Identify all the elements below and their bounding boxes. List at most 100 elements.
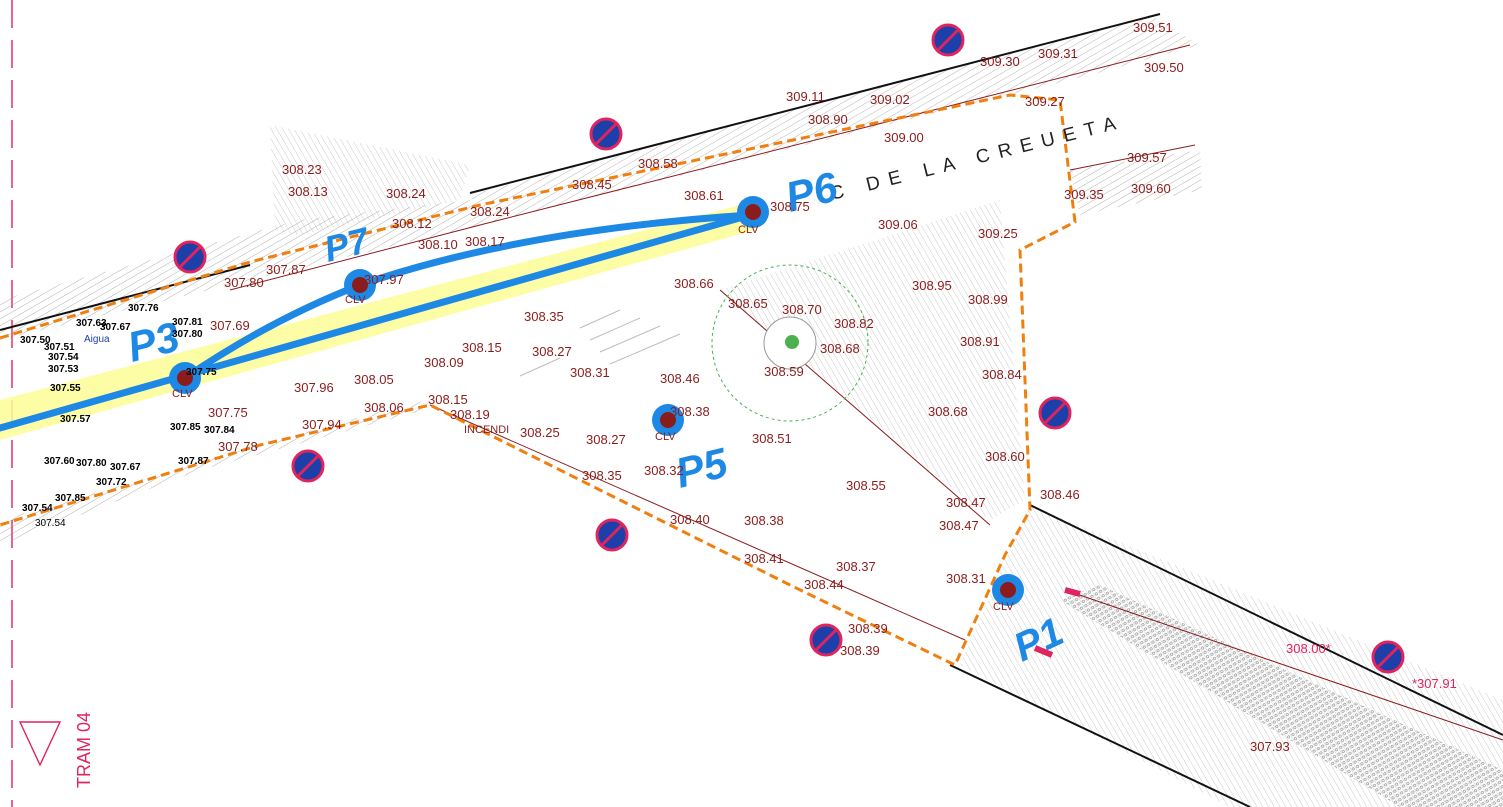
elevation-label: 308.44 bbox=[804, 577, 844, 592]
elevation-label: 309.51 bbox=[1133, 20, 1173, 35]
elevation-label: 308.65 bbox=[728, 296, 768, 311]
plaza-hatch bbox=[720, 200, 1025, 520]
west-sidewalk-south bbox=[0, 400, 425, 545]
north-sidewalk bbox=[470, 15, 1200, 225]
elevation-label: 308.38 bbox=[670, 404, 710, 419]
manhole-icon bbox=[737, 196, 769, 228]
elevation-label: 308.47 bbox=[939, 518, 979, 533]
elevation-label: 308.25 bbox=[520, 425, 560, 440]
elevation-label: 308.58 bbox=[638, 156, 678, 171]
project-boundary bbox=[0, 93, 1077, 668]
elevation-label: 308.24 bbox=[386, 186, 426, 201]
elevation-labels: 309.51 309.31 309.30 309.50 309.27 309.1… bbox=[208, 20, 1457, 754]
elevation-label: 308.13 bbox=[288, 184, 328, 199]
elevation-label: 308.19 bbox=[450, 407, 490, 422]
elevation-label: 309.11 bbox=[786, 89, 825, 104]
elevation-label: 308.27 bbox=[586, 432, 626, 447]
clv-label: CLV bbox=[655, 431, 676, 443]
elevation-label: 308.91 bbox=[960, 334, 1000, 349]
elevation-label: 308.41 bbox=[744, 551, 784, 566]
elevation-label: 309.06 bbox=[878, 217, 918, 232]
survey-label: 307.51 bbox=[44, 342, 75, 353]
elevation-label: 308.23 bbox=[282, 162, 322, 177]
elevation-label: 308.51 bbox=[752, 431, 792, 446]
tram-triangle-icon bbox=[18, 721, 62, 767]
elevation-label: 308.35 bbox=[524, 309, 564, 324]
corner-hatch bbox=[270, 125, 470, 235]
elevation-label: 308.17 bbox=[465, 234, 505, 249]
elevation-label: 308.32 bbox=[644, 463, 684, 478]
survey-label: 307.67 bbox=[110, 462, 141, 473]
elevation-label: 309.30 bbox=[980, 54, 1020, 69]
elevation-label: 309.60 bbox=[1131, 181, 1171, 196]
water-label: Aigua bbox=[84, 334, 110, 345]
manhole-icon bbox=[992, 574, 1024, 606]
survey-label: 307.87 bbox=[178, 456, 209, 467]
elevation-label: 308.27 bbox=[532, 344, 572, 359]
survey-label: 307.72 bbox=[96, 477, 127, 488]
elevation-label: 308.35 bbox=[582, 468, 622, 483]
elevation-label: 308.15 bbox=[462, 340, 502, 355]
elevation-label: 308.00* bbox=[1286, 641, 1331, 656]
elevation-label: 308.75 bbox=[770, 199, 810, 214]
survey-label: 307.85 bbox=[55, 493, 86, 504]
survey-label: 307.54 bbox=[35, 518, 66, 529]
elevation-label: 308.10 bbox=[418, 237, 458, 252]
elevation-label: 307.93 bbox=[1250, 739, 1290, 754]
west-sidewalk bbox=[0, 200, 480, 340]
elevation-label: 308.82 bbox=[834, 316, 874, 331]
elevation-label: 308.59 bbox=[764, 364, 804, 379]
elevation-label: 308.39 bbox=[840, 643, 880, 658]
no-parking-sign bbox=[1038, 396, 1072, 430]
elevation-label: 307.96 bbox=[294, 380, 334, 395]
tree-icon bbox=[785, 335, 799, 349]
elevation-label: 307.78 bbox=[218, 439, 258, 454]
incendi-label: INCENDI bbox=[464, 424, 509, 436]
elevation-label: 308.38 bbox=[744, 513, 784, 528]
elevation-label: 308.66 bbox=[674, 276, 714, 291]
survey-label: 307.57 bbox=[60, 414, 91, 425]
survey-label: 307.85 bbox=[170, 422, 201, 433]
elevation-label: 308.84 bbox=[982, 367, 1022, 382]
clv-label: CLV bbox=[993, 601, 1014, 613]
elevation-label: 308.15 bbox=[428, 392, 468, 407]
no-parking-sign bbox=[931, 23, 965, 57]
survey-label: 307.54 bbox=[22, 503, 53, 514]
no-parking-sign bbox=[1371, 640, 1405, 674]
elevation-label: 308.95 bbox=[912, 278, 952, 293]
elevation-label: 309.02 bbox=[870, 92, 910, 107]
elevation-label: 308.37 bbox=[836, 559, 876, 574]
elevation-label: 308.68 bbox=[820, 341, 860, 356]
elevation-label: 307.94 bbox=[302, 417, 342, 432]
elevation-label: 307.87 bbox=[266, 262, 306, 277]
elevation-label: 308.39 bbox=[848, 621, 888, 636]
tram-stop-marker bbox=[1064, 587, 1081, 597]
elevation-label: 309.27 bbox=[1025, 94, 1065, 109]
elevation-label: 308.06 bbox=[364, 400, 404, 415]
survey-label: 307.63 bbox=[76, 318, 107, 329]
elevation-label: 308.55 bbox=[846, 478, 886, 493]
elevation-label: 308.31 bbox=[570, 365, 610, 380]
elevation-label: 308.24 bbox=[470, 204, 510, 219]
elevation-label: *307.91 bbox=[1412, 676, 1457, 691]
elevation-label: 309.50 bbox=[1144, 60, 1184, 75]
survey-label: 307.50 bbox=[20, 335, 51, 346]
survey-label: 307.75 bbox=[186, 367, 217, 378]
north-sidewalk-east bbox=[1070, 150, 1202, 215]
manholes bbox=[169, 196, 1024, 606]
elevation-label: 308.90 bbox=[808, 112, 848, 127]
elevation-label: 308.31 bbox=[946, 571, 986, 586]
no-parking-sign bbox=[809, 623, 843, 657]
crosswalk bbox=[519, 309, 681, 377]
pipe-network bbox=[0, 211, 754, 432]
survey-label: 307.54 bbox=[48, 352, 79, 363]
elevation-label: 308.09 bbox=[424, 355, 464, 370]
elevation-label: 309.35 bbox=[1064, 187, 1104, 202]
elevation-label: 309.31 bbox=[1038, 46, 1078, 61]
manhole-icon bbox=[169, 362, 201, 394]
elevation-label: 308.40 bbox=[670, 512, 710, 527]
elevation-label: 309.57 bbox=[1127, 150, 1167, 165]
elevation-label: 308.61 bbox=[684, 188, 724, 203]
elevation-label: 309.25 bbox=[978, 226, 1018, 241]
